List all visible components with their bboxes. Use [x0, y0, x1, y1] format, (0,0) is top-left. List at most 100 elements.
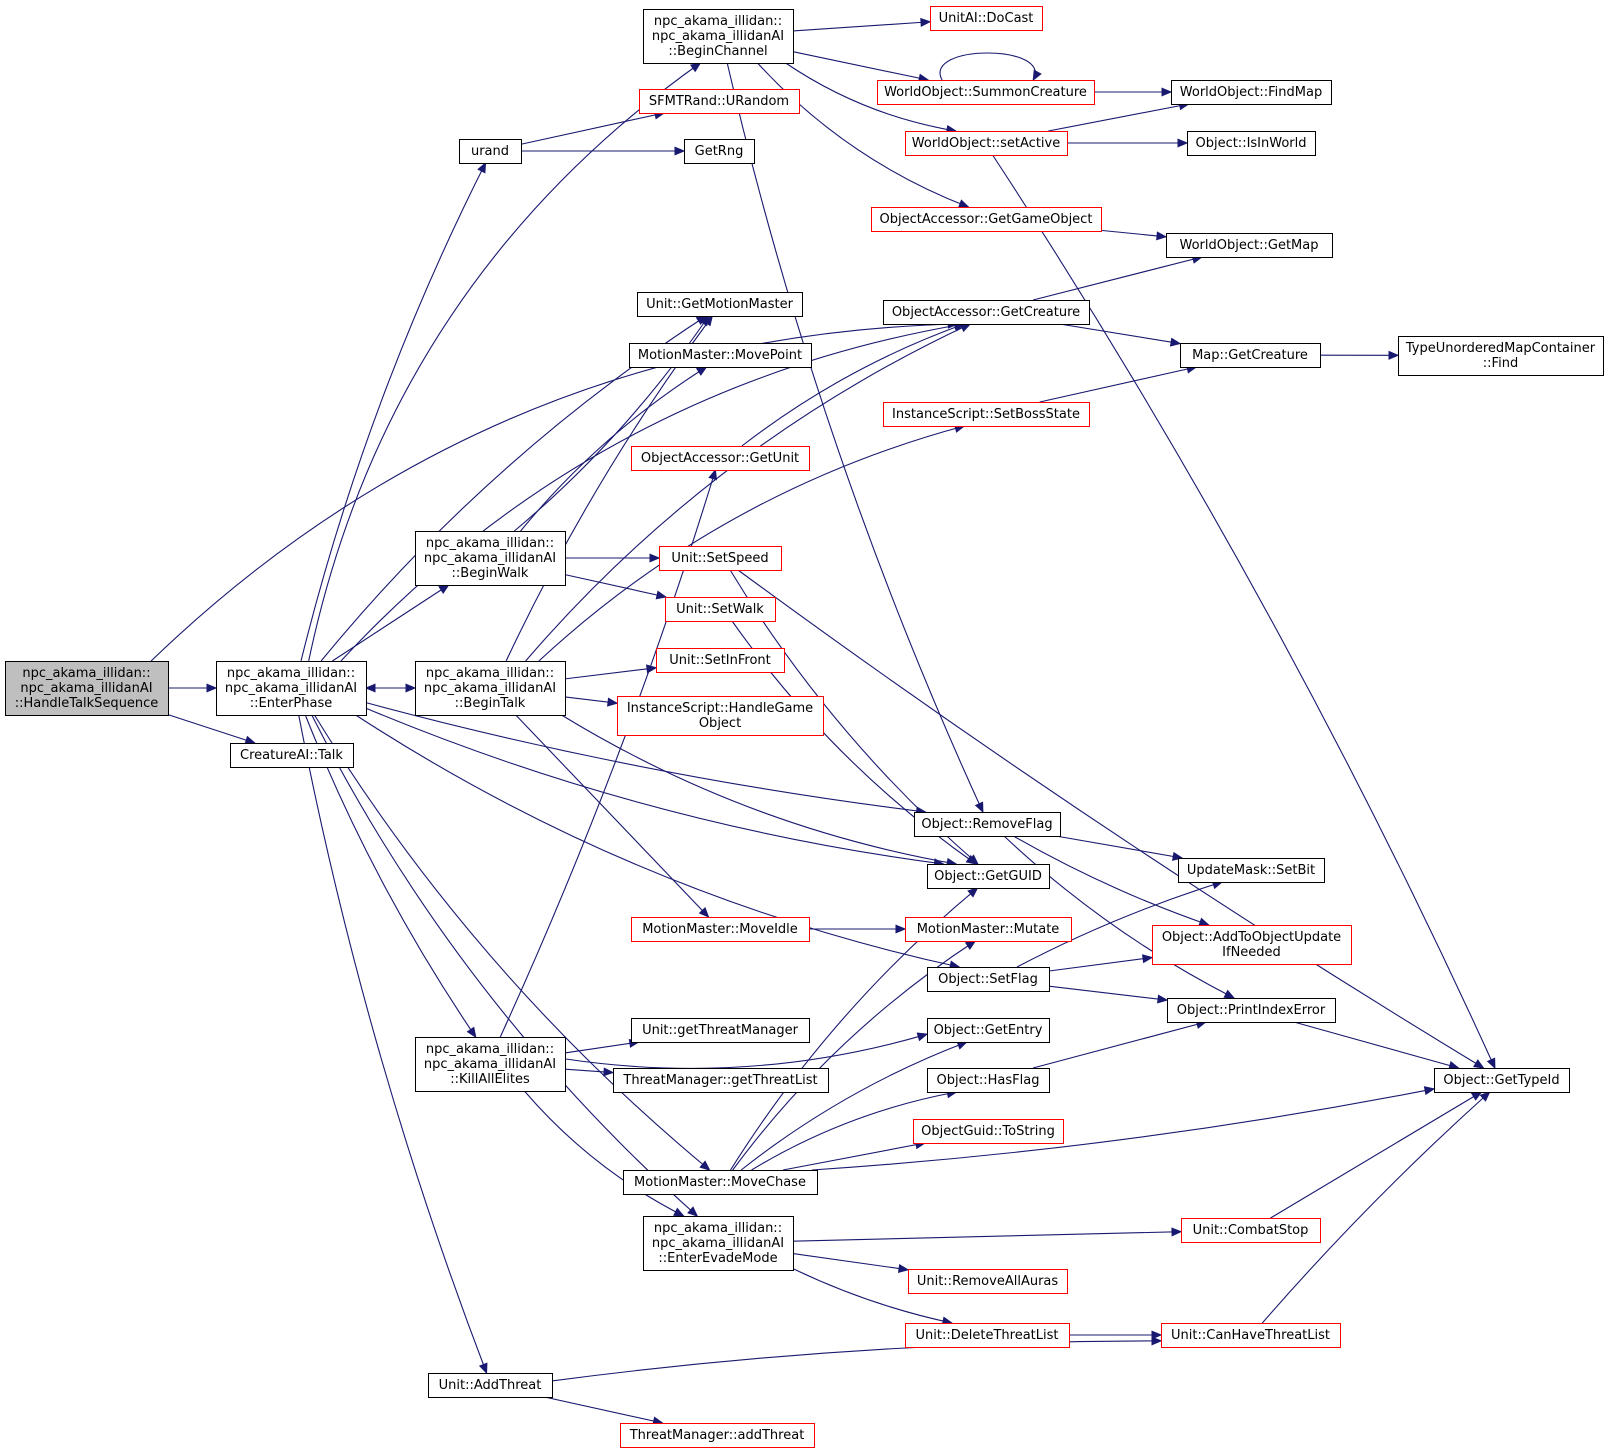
edge-arrowhead-61 — [1156, 231, 1168, 241]
graph-node-getGUID[interactable]: Object::GetGUID — [927, 864, 1050, 889]
graph-node-oaGetUnit[interactable]: ObjectAccessor::GetUnit — [631, 446, 810, 471]
graph-node-getMotionMaster[interactable]: Unit::GetMotionMaster — [637, 292, 803, 317]
graph-node-enterPhase[interactable]: npc_akama_illidan::npc_akama_illidanAI::… — [216, 661, 367, 716]
edge-enterPhase-to-beginWalk — [332, 584, 449, 662]
node-label: npc_akama_illidanAI — [20, 681, 152, 696]
graph-node-removeFlag[interactable]: Object::RemoveFlag — [914, 812, 1061, 837]
edge-arrowhead-30 — [920, 17, 932, 27]
node-box — [1152, 925, 1352, 965]
node-label: ThreatManager::getThreatList — [622, 1073, 817, 1088]
graph-node-tmAddThreat[interactable]: ThreatManager::addThreat — [620, 1423, 815, 1448]
node-label: UnitAI::DoCast — [939, 11, 1034, 26]
graph-node-getThreatList[interactable]: ThreatManager::getThreatList — [613, 1068, 829, 1093]
graph-node-printIndexError[interactable]: Object::PrintIndexError — [1167, 998, 1336, 1023]
edge-hasFlag-to-printIndexError — [1032, 1021, 1207, 1069]
node-box — [913, 1119, 1064, 1144]
node-box — [905, 917, 1072, 942]
node-label: Unit::getThreatManager — [642, 1023, 799, 1038]
graph-node-beginWalk[interactable]: npc_akama_illidan::npc_akama_illidanAI::… — [415, 531, 566, 586]
graph-node-summonCreature[interactable]: WorldObject::SummonCreature — [877, 80, 1095, 105]
graph-node-sfmtRandom[interactable]: SFMTRand::URandom — [639, 89, 800, 114]
graph-node-canHaveThreatList[interactable]: Unit::CanHaveThreatList — [1161, 1323, 1341, 1348]
node-label: WorldObject::FindMap — [1180, 85, 1322, 100]
graph-node-moveChase[interactable]: MotionMaster::MoveChase — [623, 1170, 818, 1195]
edge-moveChase-to-hasFlag — [751, 1091, 957, 1171]
edge-arrowhead-38 — [916, 1032, 929, 1042]
graph-node-oaGetGameObject[interactable]: ObjectAccessor::GetGameObject — [871, 207, 1102, 232]
graph-node-addThreat[interactable]: Unit::AddThreat — [428, 1373, 553, 1398]
graph-node-setWalk[interactable]: Unit::SetWalk — [665, 597, 776, 622]
node-label: Object::GetEntry — [934, 1023, 1043, 1038]
graph-node-setBossState[interactable]: InstanceScript::SetBossState — [883, 402, 1090, 427]
edge-arrowhead-67 — [1198, 917, 1210, 927]
node-box — [656, 648, 785, 673]
edge-arrowhead-1 — [244, 735, 257, 745]
graph-node-getThreatManager[interactable]: Unit::getThreatManager — [631, 1018, 810, 1043]
graph-node-findMap[interactable]: WorldObject::FindMap — [1171, 80, 1332, 105]
graph-node-removeAllAuras[interactable]: Unit::RemoveAllAuras — [908, 1269, 1068, 1294]
graph-node-urand[interactable]: urand — [459, 139, 522, 164]
graph-node-enterEvadeMode[interactable]: npc_akama_illidan::npc_akama_illidanAI::… — [643, 1216, 794, 1271]
graph-node-handleTalkSequence[interactable]: npc_akama_illidan::npc_akama_illidanAI::… — [5, 661, 169, 716]
node-box — [415, 531, 566, 586]
node-label: npc_akama_illidan:: — [654, 1221, 782, 1236]
edge-oaGetGameObject-to-woGetMap — [1100, 229, 1167, 238]
node-label: npc_akama_illidanAI — [652, 1236, 784, 1251]
graph-node-moveIdle[interactable]: MotionMaster::MoveIdle — [631, 917, 810, 942]
graph-node-isInWorld[interactable]: Object::IsInWorld — [1187, 131, 1316, 156]
graph-node-setSpeed[interactable]: Unit::SetSpeed — [659, 546, 782, 571]
graph-node-getRng[interactable]: GetRng — [684, 139, 755, 164]
edge-enterPhase-to-addThreat — [298, 714, 488, 1374]
node-box — [623, 1170, 818, 1195]
edge-handleTalkSequence-to-oaGetCreature — [150, 323, 958, 662]
node-label: Object::AddToObjectUpdate — [1162, 930, 1341, 945]
edge-oaGetUnit-to-oaGetCreature — [741, 323, 965, 447]
node-label: ::EnterEvadeMode — [658, 1251, 777, 1266]
graph-node-deleteThreatList[interactable]: Unit::DeleteThreatList — [905, 1323, 1070, 1348]
node-box — [877, 80, 1095, 105]
graph-node-beginTalk[interactable]: npc_akama_illidan::npc_akama_illidanAI::… — [415, 661, 566, 716]
graph-node-getEntry[interactable]: Object::GetEntry — [927, 1018, 1050, 1043]
graph-node-beginChannel[interactable]: npc_akama_illidan::npc_akama_illidanAI::… — [643, 9, 794, 64]
node-label: IfNeeded — [1222, 945, 1281, 960]
node-box — [415, 661, 566, 716]
graph-node-mapGetCreature[interactable]: Map::GetCreature — [1180, 343, 1321, 368]
node-box — [883, 402, 1090, 427]
graph-node-mutate[interactable]: MotionMaster::Mutate — [905, 917, 1072, 942]
edge-addThreat-to-tmAddThreat — [544, 1396, 663, 1424]
graph-node-creatureTalk[interactable]: CreatureAI::Talk — [230, 743, 354, 768]
graph-node-combatStop[interactable]: Unit::CombatStop — [1181, 1218, 1321, 1243]
node-box — [927, 967, 1050, 992]
graph-node-getTypeId[interactable]: Object::GetTypeId — [1434, 1068, 1570, 1093]
node-box — [914, 812, 1061, 837]
edge-arrowhead-13 — [699, 1160, 711, 1171]
graph-node-movePoint[interactable]: MotionMaster::MovePoint — [629, 343, 812, 368]
node-label: Unit::SetSpeed — [671, 551, 768, 566]
edge-arrowhead-56 — [1161, 87, 1173, 97]
node-label: WorldObject::SummonCreature — [884, 85, 1087, 100]
edge-arrowhead-26 — [649, 553, 661, 563]
node-label: ObjectAccessor::GetUnit — [641, 451, 799, 466]
graph-node-woGetMap[interactable]: WorldObject::GetMap — [1166, 233, 1333, 258]
graph-node-doCast[interactable]: UnitAI::DoCast — [930, 6, 1043, 31]
node-label: Object::HasFlag — [937, 1073, 1040, 1088]
node-box — [659, 546, 782, 571]
graph-node-setActive[interactable]: WorldObject::setActive — [905, 131, 1068, 156]
graph-node-typeUnorderedFind[interactable]: TypeUnorderedMapContainer::Find — [1398, 336, 1604, 376]
graph-node-setFlag[interactable]: Object::SetFlag — [927, 967, 1050, 992]
edge-killAllElites-to-getEntry — [564, 1033, 928, 1069]
edge-enterEvadeMode-to-combatStop — [792, 1231, 1182, 1242]
edge-moveChase-to-getEntry — [740, 1041, 968, 1171]
node-box — [1434, 1068, 1570, 1093]
edge-arrowhead-68 — [1223, 989, 1236, 999]
graph-node-oaGetCreature[interactable]: ObjectAccessor::GetCreature — [883, 300, 1090, 325]
edge-arrowhead-75 — [1151, 1330, 1163, 1340]
graph-node-killAllElites[interactable]: npc_akama_illidan::npc_akama_illidanAI::… — [415, 1037, 566, 1092]
graph-node-setBit[interactable]: UpdateMask::SetBit — [1178, 858, 1325, 883]
node-box — [908, 1269, 1068, 1294]
graph-node-toString[interactable]: ObjectGuid::ToString — [913, 1119, 1064, 1144]
graph-node-hasFlag[interactable]: Object::HasFlag — [927, 1068, 1050, 1093]
graph-node-setInFront[interactable]: Unit::SetInFront — [656, 648, 785, 673]
